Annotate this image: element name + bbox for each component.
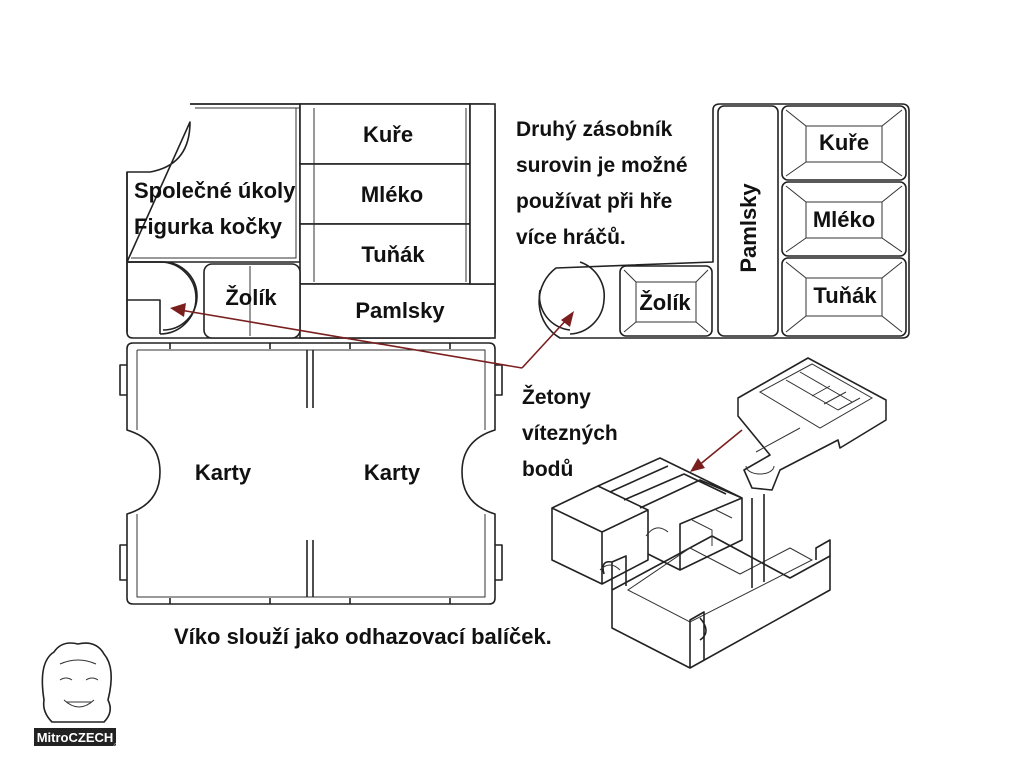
logo-face-icon <box>41 642 112 723</box>
tray-2-mleko-label: Mléko <box>813 207 875 232</box>
lid-center-divider <box>306 350 314 597</box>
mitroczech-logo: MitroCZECH .com <box>34 642 124 748</box>
tray-2-kure-label: Kuře <box>819 130 869 155</box>
common-tasks-label-1: Společné úkoly <box>134 178 296 203</box>
isometric-box <box>551 357 887 669</box>
arrow-to-tray-1-well-head <box>170 303 186 317</box>
lid-caption: Víko slouží jako odhazovací balíček. <box>174 624 552 649</box>
common-tasks-label-2: Figurka kočky <box>134 214 283 239</box>
lid-label-right: Karty <box>364 460 421 485</box>
zolik-compartment <box>203 263 301 339</box>
logo-suffix-text: .com <box>113 742 124 748</box>
tray-2-zolik-compartment <box>619 265 713 337</box>
tray-2-note-line-3: používat při hře <box>516 190 672 213</box>
tray-1-rows-inner <box>313 108 467 282</box>
iso-walls <box>602 494 831 668</box>
tray-2-mleko-bevel <box>785 185 903 253</box>
lid-label-left: Karty <box>195 460 252 485</box>
arrow-3d-insert-head <box>690 458 705 472</box>
tray-2: Pamlsky Kuře Mléko Tuňák Žolík Druhý zás… <box>516 103 910 339</box>
logo-banner <box>34 728 116 746</box>
iso-small-tray-dividers <box>745 363 874 475</box>
arrow-to-tray-1-well <box>179 309 523 369</box>
pamlsky-label: Pamlsky <box>355 298 445 323</box>
lid: Karty Karty Víko slouží jako odhazovací … <box>119 342 552 649</box>
tray-2-note-line-2: surovin je možné <box>516 154 688 177</box>
lid-outline <box>126 342 496 605</box>
tray-2-pamlsky-label: Pamlsky <box>736 183 761 273</box>
lid-top-notches <box>169 343 451 604</box>
arrow-to-tray-2-well-head <box>561 311 574 327</box>
tray-2-pamlsky-compartment <box>717 105 779 337</box>
tray-2-note-line-4: více hráčů. <box>516 226 626 249</box>
victory-tokens-line-3: bodů <box>522 458 573 481</box>
mleko-label: Mléko <box>361 182 423 207</box>
iso-base-outline <box>611 535 831 669</box>
tray-1-token-well <box>127 261 197 335</box>
lid-inner <box>136 349 486 598</box>
tray-2-zolik-label: Žolík <box>639 290 691 315</box>
victory-tokens-note: Žetony vítezných bodů <box>170 303 743 481</box>
arrow-3d-insert <box>697 429 743 467</box>
iso-small-tray <box>737 357 887 491</box>
iso-long-compartments <box>597 457 743 571</box>
zolik-label: Žolík <box>225 285 277 310</box>
tray-2-zolik-bevel <box>623 269 709 333</box>
kure-label: Kuře <box>363 122 413 147</box>
lid-side-tabs <box>119 364 503 581</box>
arrow-to-tray-2-well <box>521 317 569 369</box>
tunak-label: Tuňák <box>361 242 425 267</box>
victory-tokens-line-2: vítezných <box>522 422 618 445</box>
tray-2-tunak-bevel <box>785 261 903 333</box>
victory-tokens-line-1: Žetony <box>522 385 591 409</box>
tray-2-tunak-label: Tuňák <box>813 283 877 308</box>
logo-brand-text: MitroCZECH <box>37 730 114 745</box>
tray-1-side-slot <box>469 103 496 285</box>
iso-inner-slots <box>599 509 733 571</box>
tray-2-kure-bevel <box>785 109 903 177</box>
tray-1-token-well-cut <box>127 299 161 334</box>
tray-2-token-well-outer <box>538 289 571 331</box>
common-tasks-inner <box>131 108 297 259</box>
tray-2-note-line-1: Druhý zásobník <box>516 118 673 141</box>
tray-1: Společné úkoly Figurka kočky Kuře Mléko … <box>126 103 496 339</box>
tray-2-outline <box>538 103 910 339</box>
tray-2-token-well <box>569 261 606 335</box>
iso-small-tray-edges <box>737 398 887 420</box>
pamlsky-compartment <box>299 283 496 339</box>
logo-face-details <box>59 659 99 708</box>
